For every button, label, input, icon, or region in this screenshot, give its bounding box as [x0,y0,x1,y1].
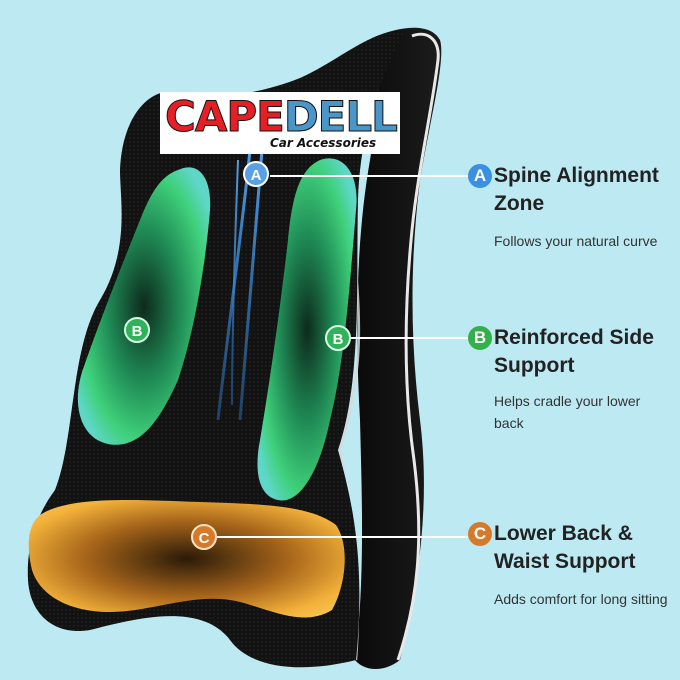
spine-line-3 [231,159,239,406]
feature-c-description: Adds comfort for long sitting [494,591,668,607]
brand-wordmark: CAPEDELL [165,92,399,141]
feature-a-heading: A Spine Alignment Zone [468,162,680,218]
feature-b-description: Helps cradle your lower back [494,393,641,431]
lower-back-zone [28,499,345,618]
marker-b-right-letter: B [333,331,344,348]
feature-c-title: Lower Back & Waist Support [494,522,636,573]
marker-c-letter: C [199,530,210,547]
left-side-support-zone [77,167,211,445]
marker-a-letter: A [251,167,262,184]
feature-c-badge: C [468,522,492,546]
feature-a-badge: A [468,164,492,188]
feature-b-title: Reinforced Side Support [494,326,654,377]
marker-b-right: B [325,325,351,351]
brand-word-part2: DELL [283,92,398,141]
brand-subtitle: Car Accessories [270,136,377,150]
feature-c-heading: C Lower Back & Waist Support [468,520,680,576]
brand-logo: CAPEDELL Car Accessories [160,92,400,154]
feature-b-badge: B [468,326,492,350]
feature-a-description: Follows your natural curve [494,233,658,249]
feature-b-heading: B Reinforced Side Support [468,324,680,380]
feature-a-title: Spine Alignment Zone [494,164,659,215]
cushion-side-panel [355,27,442,670]
right-side-support-zone [257,158,357,501]
marker-c: C [191,524,217,550]
marker-b-left-letter: B [132,323,143,340]
cushion-piping [396,32,440,661]
marker-a: A [243,161,269,187]
brand-word-part1: CAPE [165,92,286,141]
marker-b-left: B [124,317,150,343]
